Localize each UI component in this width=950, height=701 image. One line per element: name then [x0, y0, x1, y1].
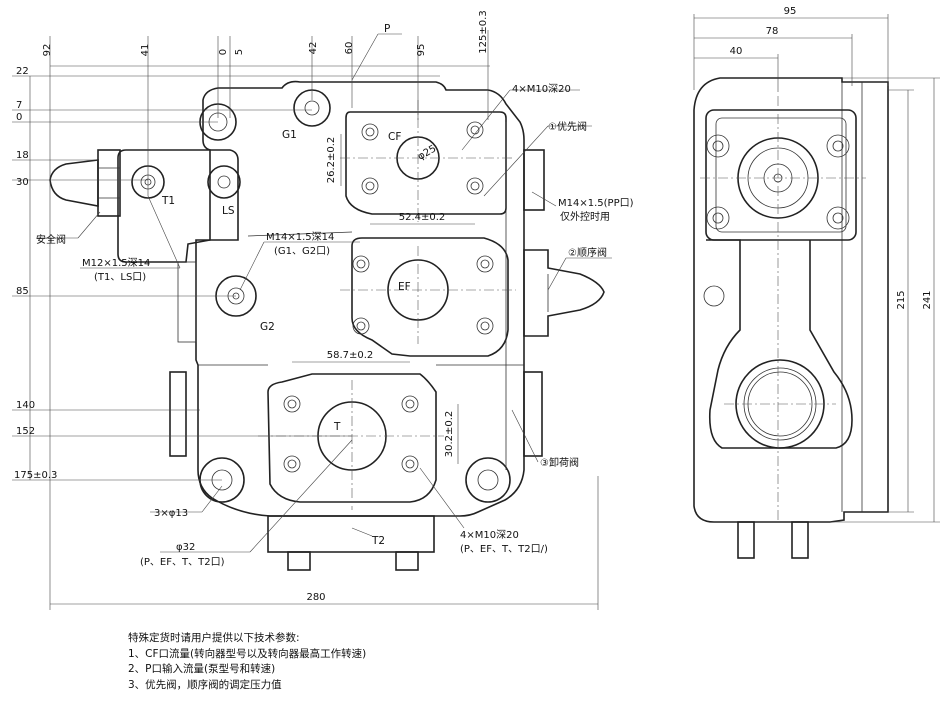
label-t2: T2: [371, 535, 385, 547]
side-bottom-plug-right: [791, 521, 809, 559]
callout-m10-bottom: 4×M10深20: [460, 529, 519, 541]
dimension-lines: [12, 14, 940, 610]
callout-priority-valve: ①优先阀: [548, 120, 587, 133]
side-view-outline: [693, 77, 889, 523]
callout-m12-ports: (T1、LS口): [94, 272, 146, 283]
note-item: 3、优先阀，顺序阀的调定压力值: [128, 678, 282, 691]
dim-top-41: 41: [140, 44, 151, 57]
dim-left-30: 30: [16, 177, 29, 188]
ef-flange: [351, 237, 509, 357]
label-t1: T1: [161, 195, 175, 207]
safety-valve-nut: [97, 149, 121, 217]
callout-pp-port: M14×1.5(PP口): [558, 198, 634, 209]
callout-labels: 4×M10深20 ①优先阀 M14×1.5(PP口) 仅外控时用 ②顺序阀 ③卸…: [36, 83, 634, 568]
dim-top-0: 0: [218, 49, 229, 55]
leader-lines: [36, 33, 612, 553]
dim-left-18: 18: [16, 150, 29, 161]
side-swing-arm: [706, 239, 853, 449]
callout-m14: M14×1.5深14: [266, 231, 334, 243]
callout-safety-valve: 安全阀: [36, 233, 66, 246]
t-flange: [267, 373, 437, 503]
dim-bottom-280: 280: [306, 592, 325, 603]
front-view-body-outline: [195, 80, 525, 517]
dim-top-125: 125±0.3: [478, 10, 489, 53]
ls-port: [207, 165, 241, 199]
mount-hole-bottom-right: [465, 457, 511, 503]
dim-left-22: 22: [16, 66, 29, 77]
front-view: [49, 80, 605, 571]
callout-sequence-valve: ②顺序阀: [568, 246, 607, 259]
callout-phi32: φ32: [176, 542, 195, 553]
sequence-valve-body: [523, 249, 605, 337]
dim-26-2: 26.2±0.2: [326, 137, 337, 184]
bottom-plug-right: [395, 551, 419, 571]
dim-left-85: 85: [16, 286, 29, 297]
dim-left-175: 175±0.3: [14, 470, 57, 481]
dim-side-40: 40: [730, 46, 743, 57]
dim-top-92: 92: [42, 44, 53, 57]
dim-30-2: 30.2±0.2: [444, 411, 455, 458]
callout-m12: M12×1.5深14: [82, 257, 150, 269]
dim-52-4: 52.4±0.2: [399, 212, 446, 223]
label-p: P: [384, 23, 390, 35]
bottom-plate: [267, 515, 435, 553]
note-item: 2、P口输入流量(泵型号和转速): [128, 663, 276, 675]
dim-top-60: 60: [344, 42, 355, 55]
side-top-flange: [705, 109, 857, 241]
dim-58-7: 58.7±0.2: [327, 350, 374, 361]
callout-m14-ports: (G1、G2口): [274, 246, 330, 257]
dim-top-95: 95: [416, 44, 427, 57]
dimension-text: 92 41 0 5 42 60 95 125±0.3 22 7 0 18 30 …: [14, 6, 933, 603]
label-g1: G1: [282, 129, 297, 141]
dim-side-241: 241: [922, 290, 933, 309]
technical-notes: 特殊定货时请用户提供以下技术参数: 1、CF口流量(转向器型号以及转向器最高工作…: [128, 631, 366, 693]
label-t: T: [333, 421, 341, 433]
priority-valve-body: [523, 149, 545, 211]
side-bottom-plug-left: [737, 521, 755, 559]
callout-m10-bottom-ports: (P、EF、T、T2口/): [460, 544, 548, 555]
dim-left-140: 140: [16, 400, 35, 411]
label-ef: EF: [398, 281, 411, 293]
dim-side-78: 78: [766, 26, 779, 37]
dim-left-152: 152: [16, 426, 35, 437]
dim-left-7: 7: [16, 100, 22, 111]
unload-valve-body: [523, 371, 543, 457]
notes-heading: 特殊定货时请用户提供以下技术参数:: [128, 632, 300, 644]
dim-top-42: 42: [308, 42, 319, 55]
label-ls: LS: [222, 205, 235, 217]
dim-top-5: 5: [234, 49, 245, 55]
dim-left-0: 0: [16, 112, 22, 123]
label-cf: CF: [388, 131, 401, 143]
cf-flange: [345, 111, 507, 215]
callout-m10-top: 4×M10深20: [512, 83, 571, 95]
safety-valve-cap: [49, 159, 99, 207]
dim-side-215: 215: [896, 290, 907, 309]
left-lower-plug: [169, 371, 187, 457]
callout-holes: 3×φ13: [154, 508, 188, 519]
bottom-plug-left: [287, 551, 311, 571]
callout-unload-valve: ③卸荷阀: [540, 456, 579, 469]
note-item: 1、CF口流量(转向器型号以及转向器最高工作转速): [128, 647, 367, 660]
left-side-lower-panel: [177, 261, 197, 343]
callout-phi32-ports: (P、EF、T、T2口): [140, 557, 225, 568]
label-g2: G2: [260, 321, 275, 333]
side-view: [693, 77, 889, 559]
callout-pp-note: 仅外控时用: [560, 210, 610, 223]
dim-side-95: 95: [784, 6, 797, 17]
